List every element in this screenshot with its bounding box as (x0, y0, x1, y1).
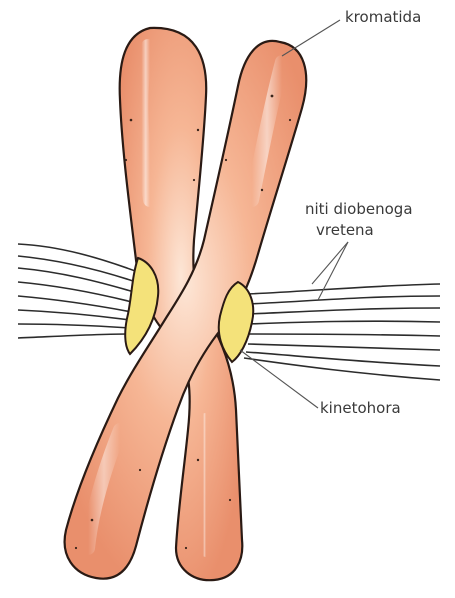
label-chromatid: kromatida (345, 8, 421, 26)
label-spindle-fibers-line2: vretena (316, 221, 374, 239)
spindle-fibers-right (244, 284, 440, 380)
label-kinetochore: kinetohora (320, 399, 401, 417)
label-spindle-fibers-line1: niti diobenoga (305, 200, 413, 218)
spindle-fibers-left (18, 244, 138, 338)
